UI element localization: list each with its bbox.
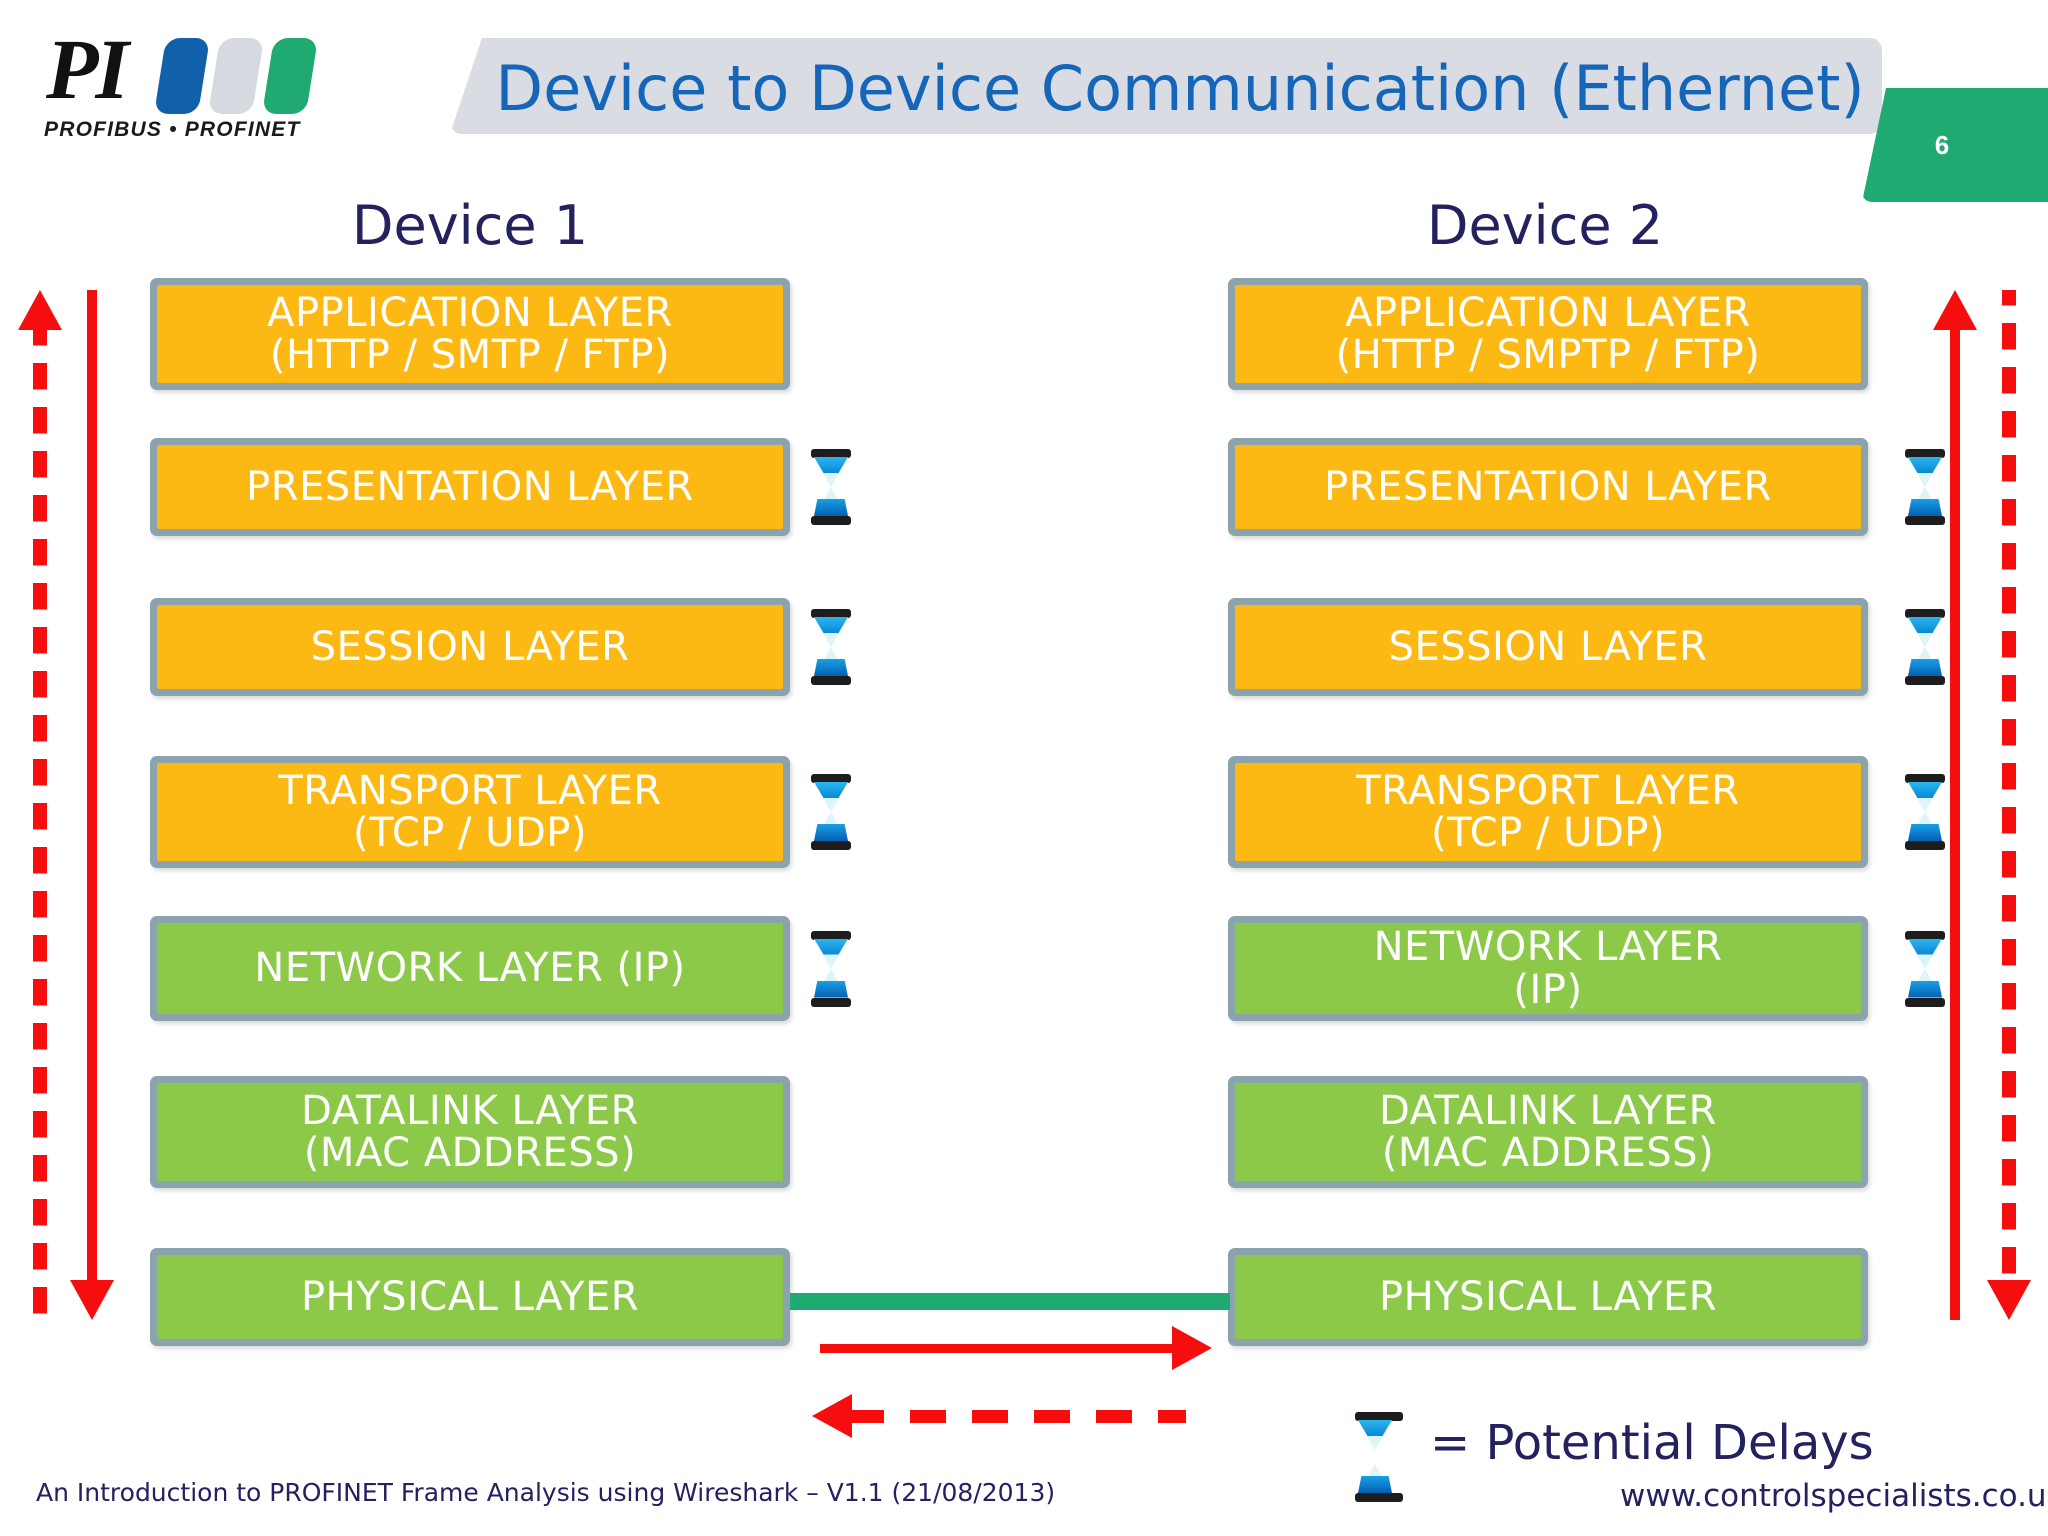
layer-box-fill: PHYSICAL LAYER: [1235, 1255, 1861, 1339]
layer-label-line: (TCP / UDP): [1431, 810, 1665, 856]
layer-box-device2-5[interactable]: NETWORK LAYER(IP): [1228, 916, 1868, 1021]
layer-label-line: (IP): [1513, 966, 1583, 1013]
layer-label-line: TRANSPORT LAYER: [278, 767, 662, 814]
layer-box-device1-3[interactable]: SESSION LAYER: [150, 598, 790, 696]
layer-label-line: NETWORK LAYER (IP): [254, 945, 686, 992]
page-number-badge: [1862, 88, 2048, 202]
layer-box-device1-1[interactable]: APPLICATION LAYER(HTTP / SMTP / FTP): [150, 278, 790, 390]
layer-box-device2-6[interactable]: DATALINK LAYER(MAC ADDRESS): [1228, 1076, 1868, 1188]
layer-label-line: APPLICATION LAYER: [1345, 289, 1751, 336]
logo-bar-green: [261, 38, 319, 114]
layer-box-device2-3[interactable]: SESSION LAYER: [1228, 598, 1868, 696]
title-banner: [450, 38, 1882, 134]
layer-box-fill: DATALINK LAYER(MAC ADDRESS): [1235, 1083, 1861, 1181]
layer-box-fill: NETWORK LAYER(IP): [1235, 923, 1861, 1014]
device-2-heading: Device 2: [1426, 193, 1664, 257]
layer-box-device1-2[interactable]: PRESENTATION LAYER: [150, 438, 790, 536]
layer-label-line: DATALINK LAYER: [301, 1087, 639, 1134]
page-title: Device to Device Communication (Ethernet…: [495, 51, 1865, 125]
potential-delay-hourglass-icon: [1902, 609, 1948, 685]
layer-box-fill: DATALINK LAYER(MAC ADDRESS): [157, 1083, 783, 1181]
potential-delay-hourglass-icon: [808, 930, 854, 1007]
potential-delay-hourglass-icon: [1902, 930, 1948, 1007]
layer-box-fill: TRANSPORT LAYER(TCP / UDP): [1235, 763, 1861, 861]
layer-label-line: PRESENTATION LAYER: [1324, 463, 1772, 510]
layer-label-line: PRESENTATION LAYER: [246, 463, 694, 510]
layer-box-device1-6[interactable]: DATALINK LAYER(MAC ADDRESS): [150, 1076, 790, 1188]
potential-delay-hourglass-icon: [808, 449, 854, 525]
layer-box-fill: TRANSPORT LAYER(TCP / UDP): [157, 763, 783, 861]
layer-box-device2-7[interactable]: PHYSICAL LAYER: [1228, 1248, 1868, 1346]
layer-box-fill: PRESENTATION LAYER: [1235, 445, 1861, 529]
layer-box-device2-2[interactable]: PRESENTATION LAYER: [1228, 438, 1868, 536]
layer-label-line: (HTTP / SMPTP / FTP): [1335, 332, 1761, 378]
layer-box-fill: PHYSICAL LAYER: [157, 1255, 783, 1339]
layer-label-line: (MAC ADDRESS): [1381, 1130, 1715, 1176]
logo-bar-grey: [207, 38, 265, 114]
layer-box-fill: NETWORK LAYER (IP): [157, 923, 783, 1014]
ethernet-cable-link: [790, 1293, 1230, 1310]
layer-box-device1-4[interactable]: TRANSPORT LAYER(TCP / UDP): [150, 756, 790, 868]
layer-label-line: PHYSICAL LAYER: [1378, 1273, 1718, 1320]
layer-label-line: (MAC ADDRESS): [303, 1130, 637, 1176]
layer-box-device2-4[interactable]: TRANSPORT LAYER(TCP / UDP): [1228, 756, 1868, 868]
layer-label-line: (HTTP / SMTP / FTP): [269, 332, 671, 378]
layer-label-line: (TCP / UDP): [353, 810, 587, 856]
logo-subtitle: PROFIBUS • PROFINET: [44, 118, 301, 141]
layer-box-fill: SESSION LAYER: [157, 605, 783, 689]
page-number-value: 6: [1934, 129, 1950, 160]
footer-note: An Introduction to PROFINET Frame Analys…: [36, 1478, 1056, 1507]
logo-bar-blue: [153, 38, 211, 114]
layer-label-line: SESSION LAYER: [310, 623, 630, 670]
layer-label-line: DATALINK LAYER: [1379, 1087, 1717, 1134]
layer-box-device2-1[interactable]: APPLICATION LAYER(HTTP / SMPTP / FTP): [1228, 278, 1868, 390]
layer-label-line: TRANSPORT LAYER: [1356, 767, 1740, 814]
layer-label-line: SESSION LAYER: [1388, 623, 1708, 670]
site-url: www.controlspecialists.co.uk: [1620, 1478, 2048, 1514]
legend-label: = Potential Delays: [1430, 1415, 1874, 1471]
potential-delay-hourglass-icon: [808, 774, 854, 850]
legend-hourglass-icon: [1352, 1412, 1406, 1502]
layer-box-fill: SESSION LAYER: [1235, 605, 1861, 689]
layer-box-fill: PRESENTATION LAYER: [157, 445, 783, 529]
device-1-heading: Device 1: [351, 193, 589, 257]
potential-delay-hourglass-icon: [1902, 774, 1948, 850]
layer-label-line: PHYSICAL LAYER: [300, 1273, 640, 1320]
layer-box-fill: APPLICATION LAYER(HTTP / SMTP / FTP): [157, 285, 783, 383]
logo-pi-mark: PI: [46, 21, 129, 117]
layer-box-fill: APPLICATION LAYER(HTTP / SMPTP / FTP): [1235, 285, 1861, 383]
potential-delay-hourglass-icon: [808, 609, 854, 685]
layer-label-line: APPLICATION LAYER: [267, 289, 673, 336]
layer-box-device1-5[interactable]: NETWORK LAYER (IP): [150, 916, 790, 1021]
layer-label-line: NETWORK LAYER: [1373, 924, 1723, 971]
potential-delay-hourglass-icon: [1902, 449, 1948, 525]
profibus-profinet-logo: PI PROFIBUS • PROFINET: [40, 18, 340, 158]
layer-box-device1-7[interactable]: PHYSICAL LAYER: [150, 1248, 790, 1346]
